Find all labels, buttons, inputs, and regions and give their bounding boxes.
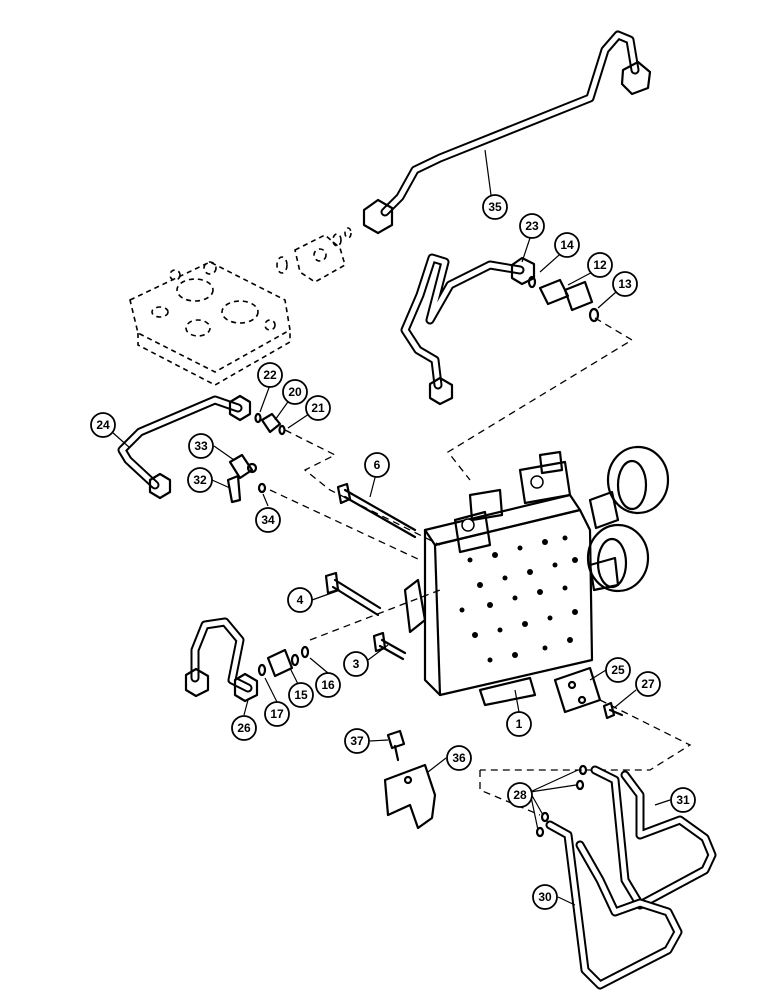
callout-23: 23 [519,213,545,239]
assembly-guide-lines [269,317,692,816]
svg-text:34: 34 [261,513,275,527]
fitting-group-15 [257,645,310,678]
fitting-group-12 [527,275,600,323]
svg-text:16: 16 [321,678,335,692]
bracket-36 [383,763,437,830]
svg-text:25: 25 [611,663,625,677]
ghost-fittings [276,227,352,283]
svg-text:12: 12 [593,258,607,272]
svg-text:28: 28 [513,788,527,802]
svg-text:4: 4 [297,593,304,607]
svg-text:17: 17 [270,707,284,721]
callout-35: 35 [482,194,508,220]
callout-17: 17 [264,701,290,727]
valve-body-1 [403,445,670,707]
callout-6: 6 [364,452,390,478]
small-fittings-left [226,412,286,504]
callout-16: 16 [315,672,341,698]
svg-text:37: 37 [350,734,364,748]
pipe-31 [590,765,717,910]
callout-30: 30 [532,884,558,910]
callout-3: 3 [343,651,369,677]
svg-text:35: 35 [488,200,502,214]
svg-text:13: 13 [618,277,632,291]
leader-lines [111,149,671,906]
callout-28: 28 [507,782,533,808]
svg-text:20: 20 [288,385,302,399]
svg-text:15: 15 [294,688,308,702]
callout-14: 14 [554,232,580,258]
callout-1: 1 [506,711,532,737]
svg-text:23: 23 [525,219,539,233]
valve-plate-holes [459,535,578,663]
mating-housing-ghost [129,261,291,386]
pipe-26 [184,617,259,703]
bolt-6 [336,482,417,539]
callout-13: 13 [612,271,638,297]
callout-31: 31 [670,787,696,813]
callout-24: 24 [90,412,116,438]
callout-33: 33 [188,433,214,459]
callout-22: 22 [257,362,283,388]
callout-20: 20 [282,379,308,405]
svg-text:32: 32 [193,473,207,487]
pipe-30 [545,820,683,990]
svg-text:33: 33 [194,439,208,453]
bolt-3 [372,631,407,661]
bolt-37 [386,729,406,762]
callout-21: 21 [305,395,331,421]
svg-text:30: 30 [538,890,552,904]
callout-12: 12 [587,252,613,278]
plate-25 [553,666,602,714]
callout-25: 25 [605,657,631,683]
svg-text:21: 21 [311,401,325,415]
callout-26: 26 [231,715,257,741]
callout-27: 27 [635,671,661,697]
pipe-24 [117,394,252,500]
callout-36: 36 [446,745,472,771]
pipe-35 [362,30,652,235]
svg-text:14: 14 [560,238,574,252]
svg-text:26: 26 [237,721,251,735]
svg-text:22: 22 [263,368,277,382]
svg-text:24: 24 [96,418,110,432]
pipe-23 [400,253,536,406]
svg-text:27: 27 [641,677,655,691]
callout-34: 34 [255,507,281,533]
callout-15: 15 [288,682,314,708]
bolt-27 [602,701,624,720]
svg-text:31: 31 [676,793,690,807]
callout-32: 32 [187,467,213,493]
bolt-4 [324,571,382,617]
svg-text:6: 6 [374,458,381,472]
svg-text:36: 36 [452,751,466,765]
callout-4: 4 [287,587,313,613]
callout-37: 37 [344,728,370,754]
svg-text:1: 1 [516,717,523,731]
o-rings-28 [535,764,588,838]
svg-text:3: 3 [353,657,360,671]
